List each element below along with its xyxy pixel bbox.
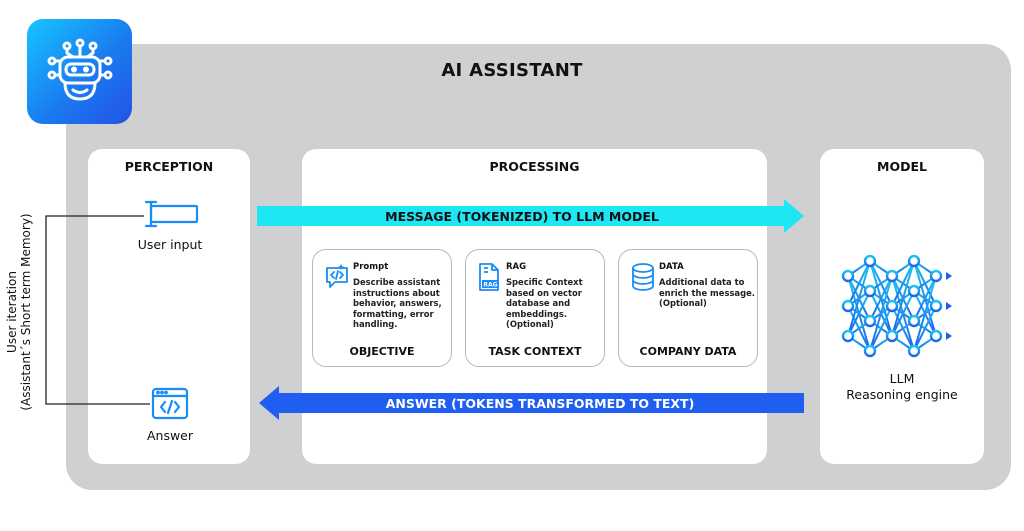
robot-icon [47, 38, 112, 100]
network-node [907, 284, 921, 298]
objective-card: Prompt Describe assistant instructions a… [312, 249, 452, 367]
rag-heading: RAG [506, 262, 527, 272]
chat-code-icon [326, 264, 348, 288]
company-data-label: COMPANY DATA [639, 345, 737, 358]
task-context-label: TASK CONTEXT [488, 345, 582, 358]
llm-label: LLM [889, 371, 915, 386]
network-edge [891, 260, 915, 337]
network-edge [869, 275, 893, 352]
network-node [907, 254, 921, 268]
neural-network-icon [841, 254, 952, 358]
company-data-card: DATA Additional data to enrich the messa… [618, 249, 758, 367]
processing-title: PROCESSING [489, 159, 580, 174]
network-edge [847, 290, 871, 337]
robot-logo [27, 19, 132, 124]
network-node [907, 344, 921, 358]
network-node [863, 344, 877, 358]
data-heading: DATA [659, 262, 684, 272]
network-node [885, 269, 899, 283]
network-edge [913, 275, 937, 352]
network-node [885, 329, 899, 343]
network-edge [891, 290, 915, 337]
network-node [841, 329, 855, 343]
user-input-icon [144, 200, 199, 228]
page-title: AI ASSISTANT [441, 60, 583, 81]
network-node [863, 284, 877, 298]
model-title: MODEL [877, 159, 927, 174]
network-edge [891, 260, 915, 307]
network-node [929, 299, 943, 313]
user-input-label: User input [137, 237, 203, 252]
user-iteration-label: User iteration (Assistant´s Short term M… [5, 213, 33, 411]
data-description: Additional data to enrich the message. (… [659, 277, 755, 309]
prompt-description: Describe assistant instructions about be… [353, 277, 442, 330]
objective-label: OBJECTIVE [349, 345, 415, 358]
network-node [929, 329, 943, 343]
network-node [841, 269, 855, 283]
network-edge [847, 260, 871, 307]
rag-file-icon: RAG [479, 263, 499, 291]
reasoning-engine-label: Reasoning engine [846, 387, 958, 402]
network-edge [913, 305, 937, 352]
answer-arrow-label: ANSWER (TOKENS TRANSFORMED TO TEXT) [385, 396, 695, 411]
prompt-heading: Prompt [353, 262, 389, 272]
message-arrow-label: MESSAGE (TOKENIZED) TO LLM MODEL [385, 209, 659, 224]
user-iteration-loop [45, 215, 150, 405]
message-arrow [257, 199, 804, 233]
svg-text:RAG: RAG [483, 282, 497, 289]
network-node [885, 299, 899, 313]
network-node [863, 314, 877, 328]
database-icon [632, 263, 654, 291]
network-edge [847, 260, 871, 337]
code-window-icon [151, 387, 189, 420]
network-edge [913, 275, 937, 322]
rag-description: Specific Context based on vector databas… [506, 277, 583, 330]
answer-label: Answer [146, 428, 194, 443]
perception-title: PERCEPTION [124, 159, 214, 174]
network-node [863, 254, 877, 268]
answer-arrow [259, 386, 804, 420]
task-context-card: RAG RAG Specific Context based on vector… [465, 249, 605, 367]
network-node [929, 269, 943, 283]
network-node [841, 299, 855, 313]
network-edge [869, 305, 893, 352]
network-edge [869, 275, 893, 322]
network-node [907, 314, 921, 328]
